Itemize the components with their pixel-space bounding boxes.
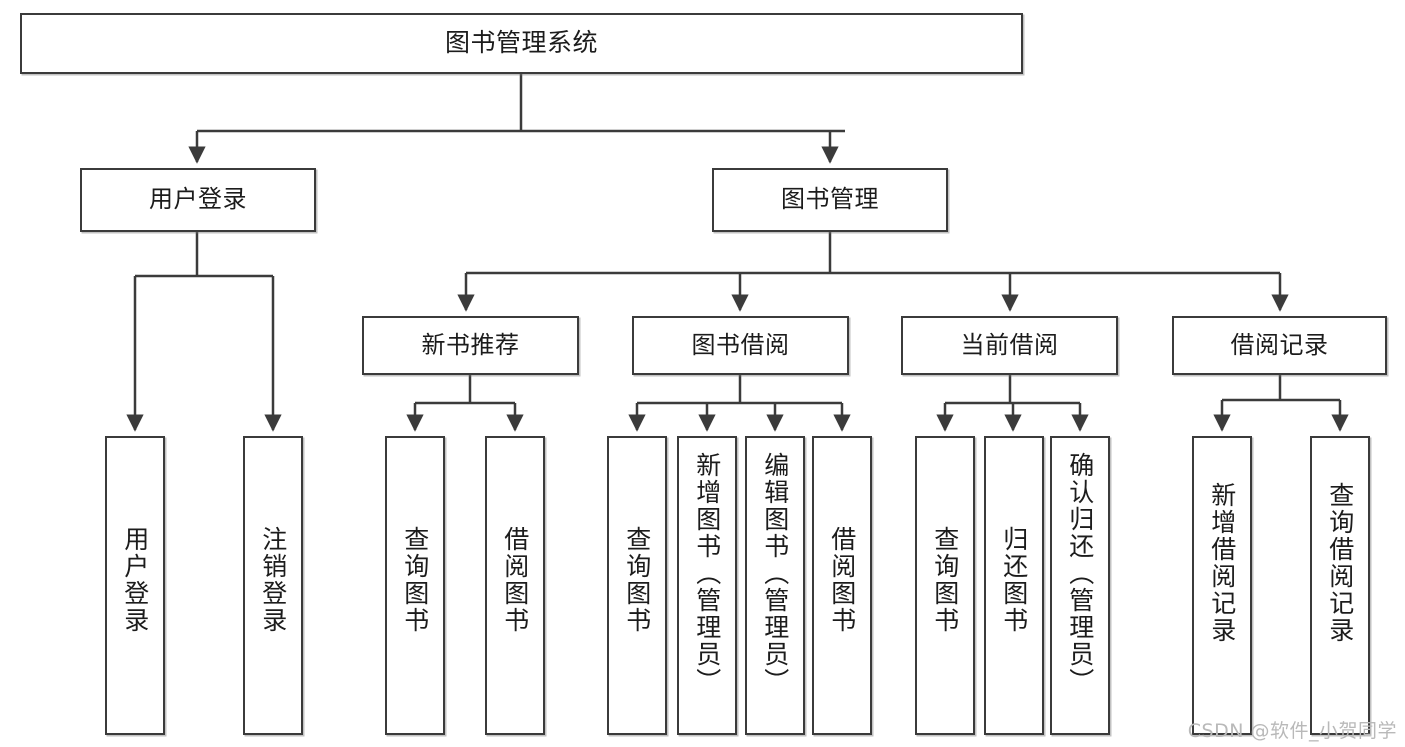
node-leaf-query-book-1[interactable]: 查询图书 [385,436,445,735]
node-label: 用户登录 [120,526,150,634]
node-leaf-edit-book[interactable]: 编辑图书（管理员） [745,436,805,735]
node-label: 用户登录 [149,185,247,214]
node-label: 查询图书 [400,526,430,634]
node-label: 查询图书 [930,526,960,634]
node-label: 图书借阅 [691,330,790,359]
node-book-manage[interactable]: 图书管理 [712,168,948,232]
csdn-watermark: CSDN @软件_小贺同学 [1187,720,1397,742]
node-leaf-query-record[interactable]: 查询借阅记录 [1310,436,1370,735]
node-label: 归还图书 [999,526,1029,634]
node-leaf-add-record[interactable]: 新增借阅记录 [1192,436,1252,735]
node-leaf-borrow-book-2[interactable]: 借阅图书 [812,436,872,735]
node-label: 查询借阅记录 [1325,482,1355,644]
node-label: 图书管理 [781,185,879,214]
node-label: 确认归还（管理员） [1065,452,1095,695]
node-label: 借阅记录 [1230,330,1329,359]
node-leaf-query-book-3[interactable]: 查询图书 [915,436,975,735]
node-leaf-add-book[interactable]: 新增图书（管理员） [677,436,737,735]
node-label: 编辑图书（管理员） [760,452,790,695]
node-borrow-record[interactable]: 借阅记录 [1172,316,1387,375]
node-label: 图书管理系统 [444,28,598,58]
node-label: 借阅图书 [500,526,530,634]
node-leaf-return-book[interactable]: 归还图书 [984,436,1044,735]
node-leaf-user-login[interactable]: 用户登录 [105,436,165,735]
node-label: 查询图书 [622,526,652,634]
node-label: 新书推荐 [421,330,520,359]
node-label: 借阅图书 [827,526,857,634]
node-label: 新增借阅记录 [1207,482,1237,644]
node-leaf-borrow-book-1[interactable]: 借阅图书 [485,436,545,735]
node-label: 新增图书（管理员） [692,452,722,695]
node-new-book-recommend[interactable]: 新书推荐 [362,316,579,375]
node-current-borrow[interactable]: 当前借阅 [901,316,1118,375]
node-label: 当前借阅 [960,330,1059,359]
node-book-borrow[interactable]: 图书借阅 [632,316,849,375]
node-label: 注销登录 [258,526,288,634]
node-root-system[interactable]: 图书管理系统 [20,13,1023,74]
node-leaf-user-logout[interactable]: 注销登录 [243,436,303,735]
node-user-login[interactable]: 用户登录 [80,168,316,232]
node-leaf-confirm-return[interactable]: 确认归还（管理员） [1050,436,1110,735]
node-leaf-query-book-2[interactable]: 查询图书 [607,436,667,735]
